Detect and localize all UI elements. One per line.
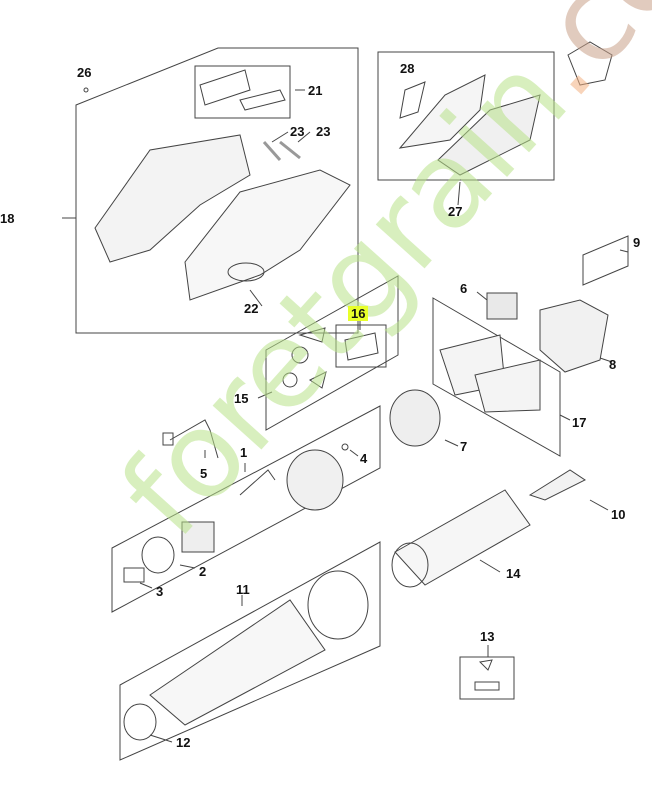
callout-23-a[interactable]: 23 <box>290 124 305 139</box>
callout-1[interactable]: 1 <box>240 445 248 460</box>
callout-15[interactable]: 15 <box>234 391 249 406</box>
callout-14[interactable]: 14 <box>506 566 521 581</box>
callout-28[interactable]: 28 <box>400 61 415 76</box>
callout-7[interactable]: 7 <box>460 439 468 454</box>
part-14-tube <box>394 489 531 586</box>
group-box-27 <box>377 51 555 181</box>
callout-8[interactable]: 8 <box>609 357 617 372</box>
callout-21[interactable]: 21 <box>308 83 323 98</box>
group-box-21 <box>194 65 291 119</box>
callout-4[interactable]: 4 <box>360 451 368 466</box>
group-box-15 <box>265 275 399 431</box>
callout-11[interactable]: 11 <box>236 582 250 597</box>
part-27-shape <box>398 74 486 149</box>
part-12-ring <box>123 703 157 741</box>
part-10-nozzle <box>528 469 586 501</box>
part-8-grille <box>539 299 609 373</box>
part-1-motor <box>286 449 344 511</box>
callout-5[interactable]: 5 <box>200 466 208 481</box>
callout-3[interactable]: 3 <box>156 584 164 599</box>
part-2-impeller <box>141 536 175 574</box>
callout-16[interactable]: 16 <box>348 306 369 321</box>
callout-2[interactable]: 2 <box>199 564 207 579</box>
housing-logo <box>227 262 265 282</box>
callout-18[interactable]: 18 <box>0 211 15 226</box>
callout-27[interactable]: 27 <box>448 204 463 219</box>
callout-22[interactable]: 22 <box>244 301 259 316</box>
group-box-motor <box>111 405 381 613</box>
group-box-16 <box>335 324 387 368</box>
group-box-housing <box>75 47 359 334</box>
group-box-13 <box>459 656 515 700</box>
group-box-17 <box>432 297 561 457</box>
housing-left-part <box>94 134 251 263</box>
group-box-9 <box>582 235 629 286</box>
part-11-tube <box>149 599 326 726</box>
callout-17[interactable]: 17 <box>572 415 587 430</box>
part-28-shape <box>399 81 426 119</box>
callout-6[interactable]: 6 <box>460 281 468 296</box>
part-top-right-shape <box>567 41 613 86</box>
group-box-11 <box>119 541 381 761</box>
part-7-fan <box>389 389 441 447</box>
callout-10[interactable]: 10 <box>611 507 626 522</box>
callout-23-b[interactable]: 23 <box>316 124 331 139</box>
part-21-shape <box>199 69 251 106</box>
callout-13[interactable]: 13 <box>480 629 495 644</box>
callout-9[interactable]: 9 <box>633 235 641 250</box>
callout-12[interactable]: 12 <box>176 735 191 750</box>
housing-right-part <box>184 169 351 301</box>
callout-26[interactable]: 26 <box>77 65 92 80</box>
